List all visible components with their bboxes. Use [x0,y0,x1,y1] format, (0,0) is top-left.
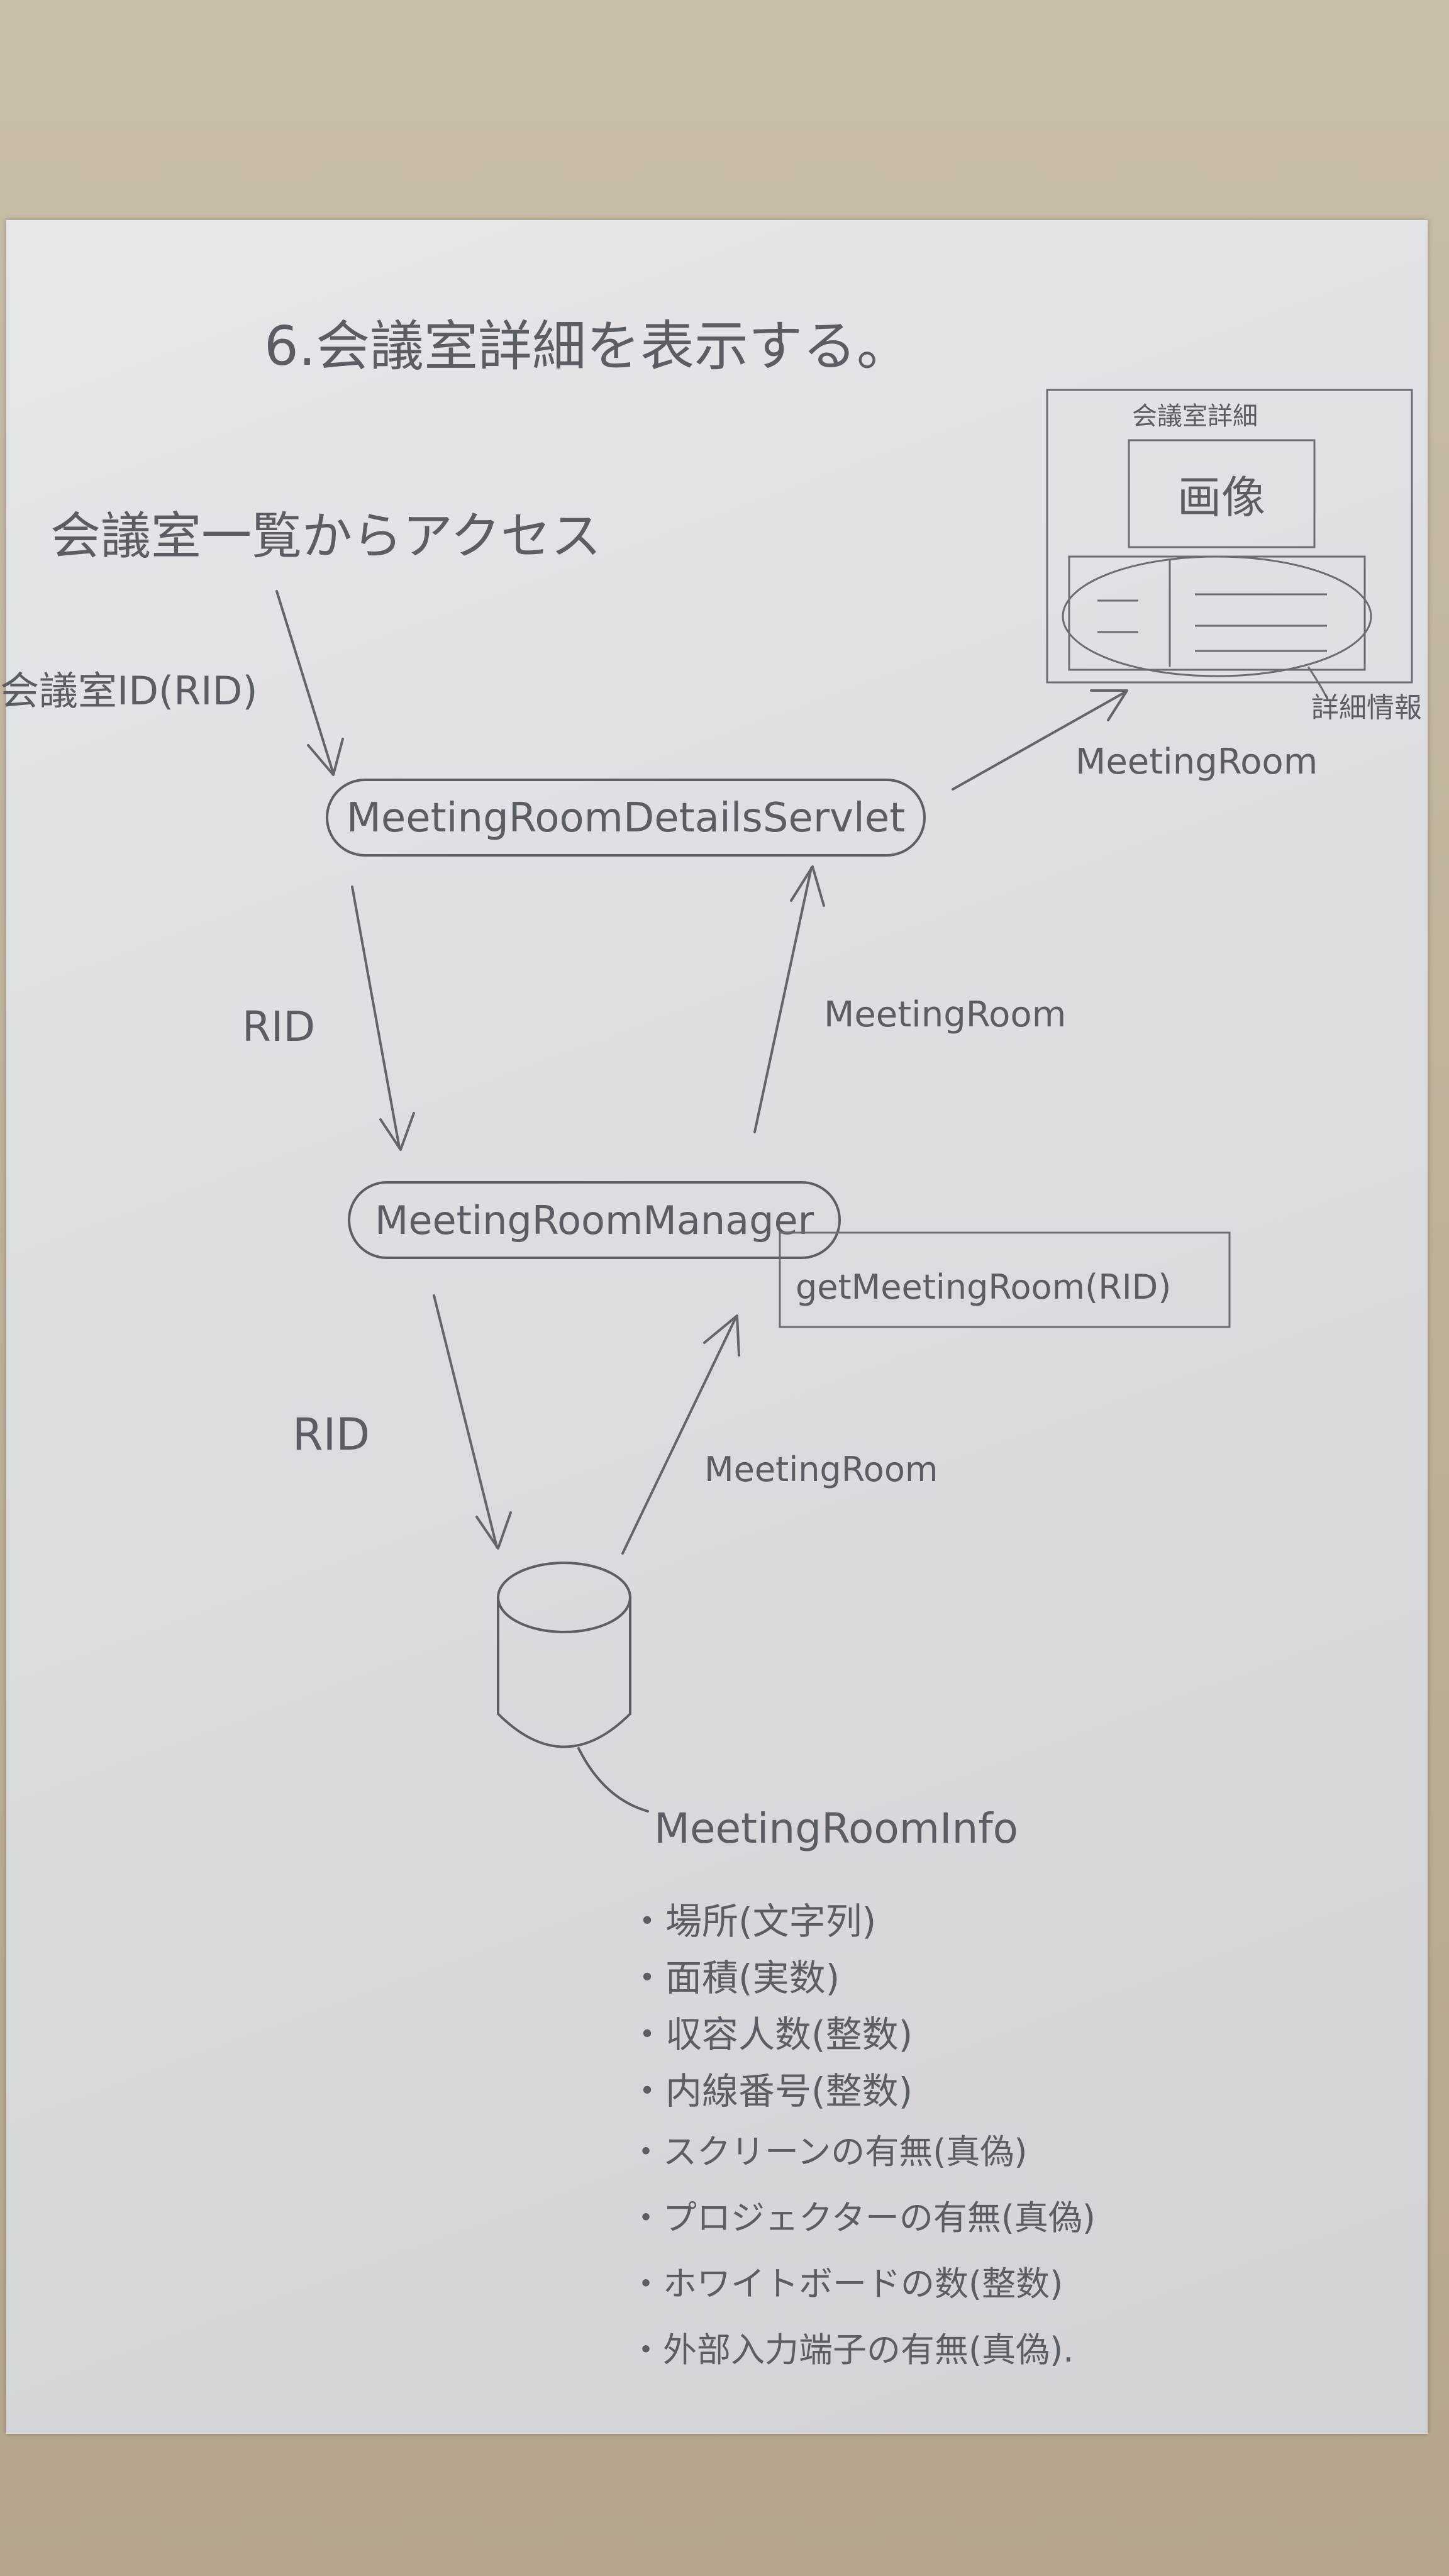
method-label: getMeetingRoom(RID) [796,1267,1171,1307]
field-item: ・面積(実数) [629,1957,840,1999]
method-box: getMeetingRoom(RID) [779,1231,1231,1328]
manager-to-db-label: RID [292,1409,370,1460]
database-cylinder [497,1562,649,1813]
screen-image-box [1128,439,1316,548]
screen-frame [1046,389,1413,684]
entry-arrow [275,590,344,776]
db-to-manager-arrow [621,1314,740,1555]
manager-ellipse [348,1181,841,1259]
field-item: ・場所(文字列) [629,1900,876,1943]
screen-title: 会議室詳細 [1132,402,1258,431]
details-highlight-ellipse [1062,555,1372,677]
manager-label: MeetingRoomManager [375,1197,814,1243]
screen-mockup: 会議室詳細 画像 詳細情報 [1046,389,1422,724]
entry-param-label: 会議室ID(RID) [0,668,258,714]
servlet-to-manager-label: RID [242,1002,315,1051]
field-list: ・場所(文字列) ・面積(実数) ・収容人数(整数) ・内線番号(整数) ・スク… [629,1900,1096,2370]
servlet-label: MeetingRoomDetailsServlet [347,795,906,841]
field-item: ・外部入力端子の有無(真偽). [629,2330,1074,2370]
screen-image-label: 画像 [1177,472,1265,523]
db-label: MeetingRoomInfo [654,1804,1018,1853]
field-item: ・内線番号(整数) [629,2070,913,2112]
diagram-title: 6.会議室詳細を表示する。 [264,315,911,378]
servlet-ellipse [326,779,926,857]
screen-details-label: 詳細情報 [1311,692,1422,724]
manager-to-db-arrow [433,1294,512,1550]
screen-details-box [1068,555,1366,671]
db-to-manager-label: MeetingRoom [704,1450,938,1489]
field-item: ・収容人数(整数) [629,2013,913,2056]
field-item: ・ホワイトボードの数(整数) [629,2264,1063,2304]
method-frame [779,1231,1231,1328]
manager-node: MeetingRoomManager [348,1181,841,1259]
servlet-to-screen-arrow [952,689,1128,791]
field-item: ・スクリーンの有無(真偽) [629,2132,1027,2172]
servlet-to-manager-arrow [351,886,415,1151]
servlet-node: MeetingRoomDetailsServlet [326,779,926,857]
entry-label: 会議室一覧からアクセス [50,507,601,565]
manager-to-servlet-arrow [753,865,825,1133]
manager-to-servlet-label: MeetingRoom [824,994,1066,1035]
servlet-to-screen-label: MeetingRoom [1075,741,1318,782]
field-item: ・プロジェクターの有無(真偽) [629,2198,1096,2238]
